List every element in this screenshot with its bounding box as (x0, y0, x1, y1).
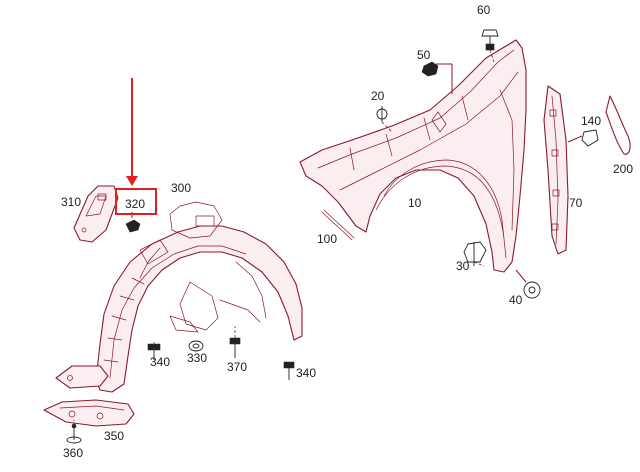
part-label-340-lower[interactable]: 340 (296, 366, 316, 380)
screw-20[interactable] (376, 106, 388, 122)
splash-guard-flap[interactable] (73, 185, 119, 243)
lower-bracket[interactable] (55, 365, 109, 389)
fender-panel[interactable] (299, 39, 527, 273)
part-label-370[interactable]: 370 (227, 360, 247, 374)
part-label-10[interactable]: 10 (408, 196, 422, 210)
part-label-360[interactable]: 360 (63, 446, 83, 460)
part-label-100[interactable]: 100 (317, 232, 337, 246)
part-label-200[interactable]: 200 (613, 162, 633, 176)
part-label-330[interactable]: 330 (187, 351, 207, 365)
wheel-arch-liner[interactable] (95, 201, 303, 393)
screw-340-lower[interactable] (283, 361, 295, 380)
screw-360[interactable] (66, 423, 82, 444)
fender-edge-strip[interactable] (543, 85, 569, 255)
clip-320[interactable] (125, 212, 141, 233)
part-label-340-upper[interactable]: 340 (150, 355, 170, 369)
fastener-30[interactable] (463, 241, 487, 266)
part-label-140[interactable]: 140 (581, 114, 601, 128)
part-label-320[interactable]: 320 (125, 197, 145, 211)
part-label-20[interactable]: 20 (371, 89, 385, 103)
part-label-300[interactable]: 300 (171, 181, 191, 195)
fender-trim-line[interactable] (321, 209, 355, 241)
nut-40[interactable] (515, 269, 541, 299)
clip-140[interactable] (567, 129, 599, 147)
bolt-330[interactable] (188, 340, 204, 352)
screw-370[interactable] (229, 337, 241, 358)
highlight-box (115, 188, 157, 215)
part-label-60[interactable]: 60 (477, 3, 491, 17)
part-label-50[interactable]: 50 (417, 48, 431, 62)
lower-shield[interactable] (43, 399, 135, 427)
part-label-350[interactable]: 350 (104, 429, 124, 443)
part-label-30[interactable]: 30 (456, 259, 470, 273)
seal-strip[interactable] (605, 95, 631, 155)
part-label-70[interactable]: 70 (569, 196, 583, 210)
screw-60[interactable] (481, 29, 499, 51)
part-label-310[interactable]: 310 (61, 195, 81, 209)
nut-50[interactable] (421, 61, 453, 94)
highlight-arrow (126, 78, 138, 186)
part-label-40[interactable]: 40 (509, 293, 523, 307)
